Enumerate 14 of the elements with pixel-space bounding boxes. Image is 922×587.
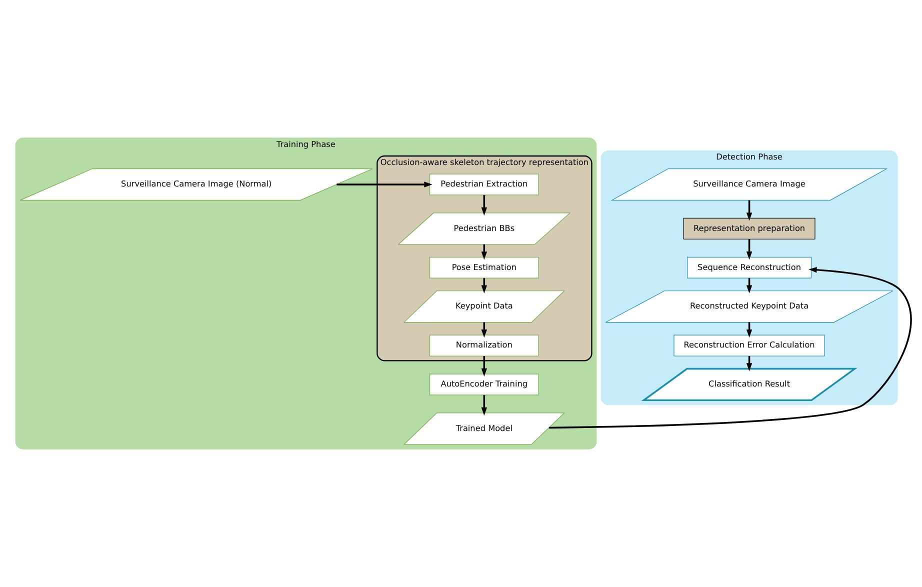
- node-box: AutoEncoder Training: [430, 374, 539, 396]
- arrow: [481, 195, 488, 216]
- node-box: Representation preparation: [683, 218, 816, 240]
- arrow: [481, 356, 488, 377]
- node-box: Pose Estimation: [430, 256, 539, 278]
- arrow: [336, 182, 432, 188]
- node-box: Normalization: [430, 334, 539, 356]
- arrow: [746, 239, 752, 260]
- arrow: [746, 200, 752, 221]
- node-box: Pedestrian Extraction: [430, 174, 539, 196]
- arrow: [549, 267, 912, 429]
- node-box: Sequence Reconstruction: [687, 256, 812, 278]
- arrow: [481, 395, 488, 416]
- node-box: Reconstruction Error Calculation: [674, 334, 825, 356]
